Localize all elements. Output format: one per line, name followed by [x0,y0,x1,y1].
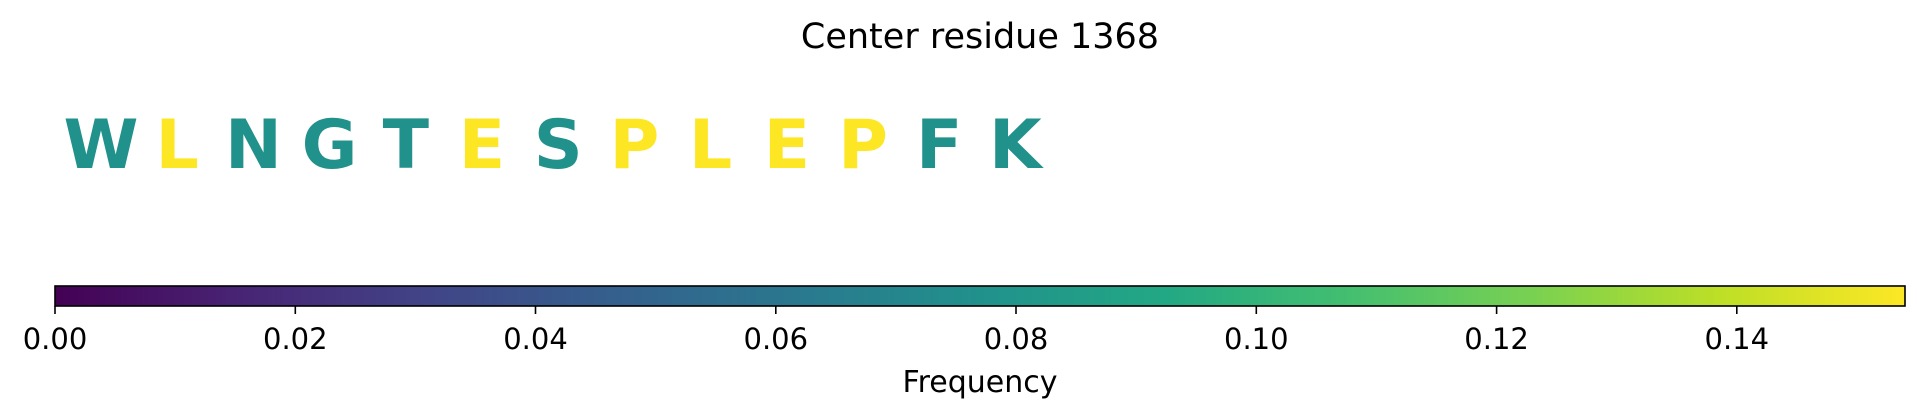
chart-title: Center residue 1368 [801,17,1159,57]
residue-letter: L [689,106,732,185]
residue-letter: P [838,106,888,185]
colorbar-ticks: 0.00 0.02 0.04 0.06 0.08 0.10 0.12 0.14 [23,306,1769,356]
colorbar: 0.00 0.02 0.04 0.06 0.08 0.10 0.12 0.14 [23,285,1906,356]
colorbar-tick-label: 0.10 [1224,322,1289,356]
colorbar-tick-label: 0.02 [263,322,328,356]
residue-letter: P [609,106,659,185]
colorbar-label: Frequency [903,365,1058,400]
residue-letter: W [63,106,138,185]
residue-letter: E [459,106,505,185]
colorbar-tick-label: 0.08 [984,322,1049,356]
colorbar-tick-label: 0.14 [1705,322,1770,356]
colorbar-frame [54,285,1906,307]
colorbar-tick-label: 0.12 [1464,322,1529,356]
residue-letter: L [156,106,199,185]
residue-letter: G [302,106,358,185]
residue-letter: S [534,106,583,185]
colorbar-tick-label: 0.06 [744,322,809,356]
residue-letter: K [989,106,1044,185]
colorbar-tick-label: 0.04 [503,322,568,356]
colorbar-tick-label: 0.00 [23,322,88,356]
residue-letter: E [764,106,810,185]
residue-letter: T [383,106,430,185]
residue-letter: F [916,106,962,185]
residue-letter: N [225,106,282,185]
colorbar-gradient [55,286,1905,306]
